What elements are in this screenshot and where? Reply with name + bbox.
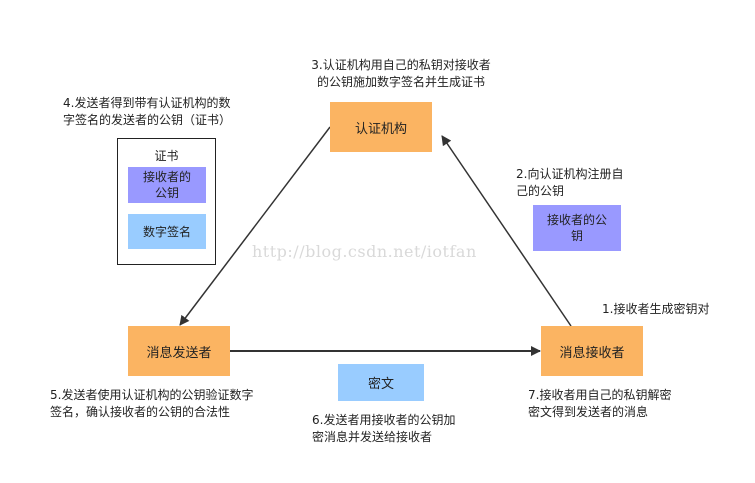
certificate-signature-label: 数字签名 [142,225,191,239]
step-2-label: 2.向认证机构注册自 己的公钥 [516,167,624,198]
node-receiver-label: 消息接收者 [559,345,625,361]
node-message-receiver: 消息接收者 [541,326,643,376]
certificate-pubkey-box: 接收者的 公钥 [128,167,206,203]
arrow-ca-to-sender [179,126,331,326]
arrow-receiver-to-ca [441,135,572,327]
node-sender-label: 消息发送者 [146,345,212,361]
step-5-label: 5.发送者使用认证机构的公钥验证数字 签名，确认接收者的公钥的合法性 [50,388,254,419]
ciphertext-box: 密文 [338,364,424,401]
node-certificate-authority: 认证机构 [330,102,432,152]
receiver-public-key-box: 接收者的公钥 [533,205,621,251]
ciphertext-label: 密文 [367,377,394,392]
watermark-text: http://blog.csdn.net/iotfan [252,242,477,261]
step-4-label: 4.发送者得到带有认证机构的数 字签名的发送者的公钥（证书） [63,96,232,127]
step-3-label: 3.认证机构用自己的私钥对接收者 的公钥施加数字签名并生成证书 [311,58,491,89]
certificate-title: 证书 [154,149,179,163]
step-6-label: 6.发送者用接收者的公钥加 密消息并发送给接收者 [312,413,456,444]
step-1-label: 1.接收者生成密钥对 [602,302,710,316]
receiver-public-key-label: 接收者的公钥 [546,213,607,243]
step-7-label: 7.接收者用自己的私钥解密 密文得到发送者的消息 [528,388,672,419]
certificate-pubkey-label: 接收者的 公钥 [142,170,191,200]
node-message-sender: 消息发送者 [128,326,230,376]
certificate-signature-box: 数字签名 [128,214,206,249]
certificate-box: 证书 接收者的 公钥 数字签名 [117,138,216,265]
node-ca-label: 认证机构 [354,121,407,137]
